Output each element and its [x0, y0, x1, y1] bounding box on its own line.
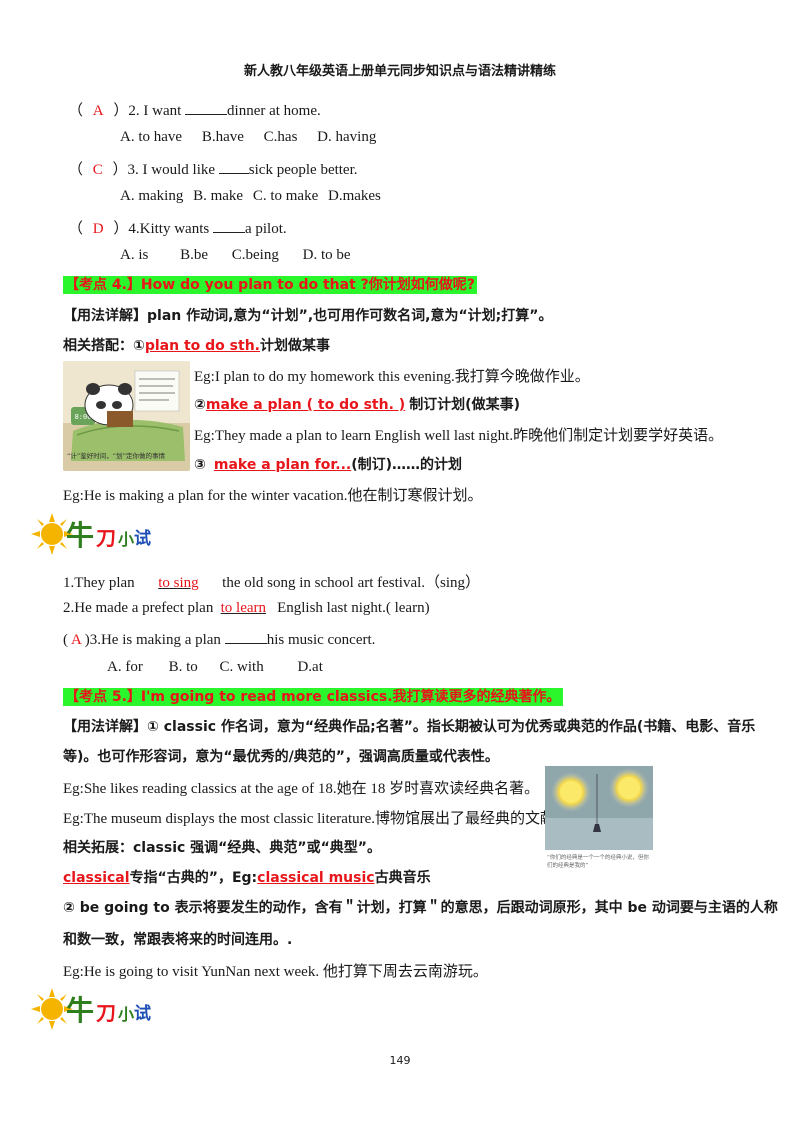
paren-left: （	[68, 221, 84, 237]
title-char-4: 试	[134, 529, 151, 549]
option-d: D.makes	[327, 188, 381, 204]
paren-left: （	[68, 162, 84, 178]
key-point-5-usage-line-2: 等)。也可作形容词，意为“最优秀的/典范的”，强调高质量或代表性。	[63, 749, 499, 765]
option-a: A. for	[107, 659, 143, 675]
question-4: （ D ）4.Kitty wants a pilot.	[68, 217, 287, 238]
answer: D	[92, 221, 104, 237]
answer-blank	[218, 159, 249, 174]
paren-right: ）	[113, 103, 129, 119]
key-point-5-title: 【考点 5.】I'm going to read more classics.我…	[63, 688, 563, 706]
classical-note: classical专指“古典的”，Eg:classical music古典音乐	[63, 870, 431, 886]
example-1: Eg:I plan to do my homework this evening…	[194, 369, 590, 385]
cartoon-image: 8:00 “计”鉴好时间，“划”定你做的事情	[63, 361, 190, 471]
question-3-options: A. making B. make C. to make D.makes	[120, 188, 381, 205]
page-number: 149	[389, 1054, 411, 1067]
answer-blank	[185, 100, 228, 115]
key-point-5-usage-line-1: 【用法详解】① classic 作名词，意为“经典作品;名著”。指长期被认可为优…	[63, 719, 756, 735]
option-b: B.be	[180, 247, 209, 263]
paren-right: ）	[113, 221, 129, 237]
title-char-4: 试	[134, 1004, 151, 1024]
practice-3-options: A. for B. to C. with D.at	[107, 659, 323, 676]
related-extension: 相关拓展：classic 强调“经典、典范”或“典型”。	[63, 840, 381, 856]
title-char-2: 刀	[96, 1001, 116, 1025]
clock-text: 8:00	[75, 413, 92, 421]
example-2: Eg:They made a plan to learn English wel…	[194, 428, 724, 444]
option-a: A. to have	[120, 129, 183, 145]
option-d: D. to be	[302, 247, 351, 263]
question-2-options: A. to have B.have C.has D. having	[120, 129, 376, 146]
answer-blank	[212, 218, 245, 233]
page-header: 新人教八年级英语上册单元同步知识点与语法精讲精练	[243, 64, 556, 79]
two-moons-illustration	[545, 766, 653, 850]
title-char-2: 刀	[96, 526, 116, 550]
title-char-3: 小	[118, 1005, 135, 1024]
option-b: B.have	[201, 129, 244, 145]
classical-music-phrase: classical music	[257, 870, 375, 886]
collocation-phrase: make a plan ( to do sth. )	[205, 397, 406, 413]
option-d: D.at	[297, 659, 323, 675]
collocation-1: 相关搭配：①plan to do sth.计划做某事	[63, 338, 330, 354]
title-char-1: 牛	[66, 519, 95, 552]
question-3: （ C ）3. I would like sick people better.	[68, 158, 358, 179]
answer: A	[70, 632, 81, 648]
practice-1: 1.They plan to sing the old song in scho…	[63, 575, 481, 591]
collocation-3: ③ make a plan for...(制订)……的计划	[194, 457, 462, 473]
kp5-example-3: Eg:He is going to visit YunNan next week…	[63, 964, 488, 980]
question-2: （ A ）2. I want dinner at home.	[68, 99, 321, 120]
option-c: C. with	[219, 659, 264, 675]
sun-icon	[31, 513, 73, 555]
kp5-example-1: Eg:She likes reading classics at the age…	[63, 781, 540, 797]
option-a: A. is	[120, 247, 149, 263]
answer-fill: to sing	[158, 575, 199, 591]
option-b: B. make	[193, 188, 244, 204]
question-stem-a: 2. I want	[128, 103, 182, 119]
question-stem-b: sick people better.	[248, 162, 358, 178]
answer: C	[92, 162, 103, 178]
option-d: D. having	[317, 129, 377, 145]
question-stem-b: a pilot.	[244, 221, 287, 237]
title-char-3: 小	[118, 530, 135, 549]
question-4-options: A. is B.be C.being D. to be	[120, 247, 351, 264]
key-point-4-title: 【考点 4.】How do you plan to do that ?你计划如何…	[63, 276, 477, 294]
option-b: B. to	[168, 659, 198, 675]
image-caption: “你们的经典是一个一个的经典小说，但你们的经典是我的”	[547, 855, 649, 869]
collocation-phrase: make a plan for...	[213, 457, 352, 473]
option-c: C.has	[263, 129, 298, 145]
collocation-2: ②make a plan ( to do sth. )制订计划(做某事)	[194, 397, 520, 413]
question-stem-a: 4.Kitty wants	[128, 221, 210, 237]
image-caption: “计”鉴好时间，“划”定你做的事情	[67, 452, 165, 460]
practice-title: 牛 刀 小 试	[30, 987, 160, 1031]
paren-right: ）	[112, 162, 128, 178]
question-stem-a: 3. I would like	[127, 162, 216, 178]
title-char-1: 牛	[66, 994, 95, 1027]
option-a: A. making	[120, 188, 184, 204]
practice-title: 牛 刀 小 试	[30, 512, 160, 556]
classical-word: classical	[63, 870, 130, 886]
kp5-example-2: Eg:The museum displays the most classic …	[63, 811, 571, 827]
be-going-to-line-2: 和数一致，常跟表将来的时间连用。.	[63, 932, 293, 948]
example-3: Eg:He is making a plan for the winter va…	[63, 488, 483, 504]
paren-left: （	[68, 103, 84, 119]
painting-image: “你们的经典是一个一个的经典小说，但你们的经典是我的”	[545, 766, 653, 890]
key-point-4-usage: 【用法详解】plan 作动词,意为“计划”,也可用作可数名词,意为“计划;打算”…	[63, 308, 553, 324]
answer-blank	[224, 629, 267, 644]
answer-fill: to learn	[220, 600, 267, 616]
be-going-to-line-1: ② be going to 表示将要发生的动作，含有＂计划，打算＂的意思，后跟动…	[63, 900, 778, 916]
collocation-phrase: plan to do sth.	[144, 338, 260, 354]
question-stem-b: dinner at home.	[227, 103, 321, 119]
option-c: C. to make	[252, 188, 319, 204]
answer: A	[92, 103, 104, 119]
sun-icon	[31, 988, 73, 1030]
option-c: C.being	[231, 247, 279, 263]
panda-in-bed-illustration: 8:00	[63, 361, 190, 471]
practice-3: ( A )3.He is making a plan his music con…	[63, 629, 375, 649]
